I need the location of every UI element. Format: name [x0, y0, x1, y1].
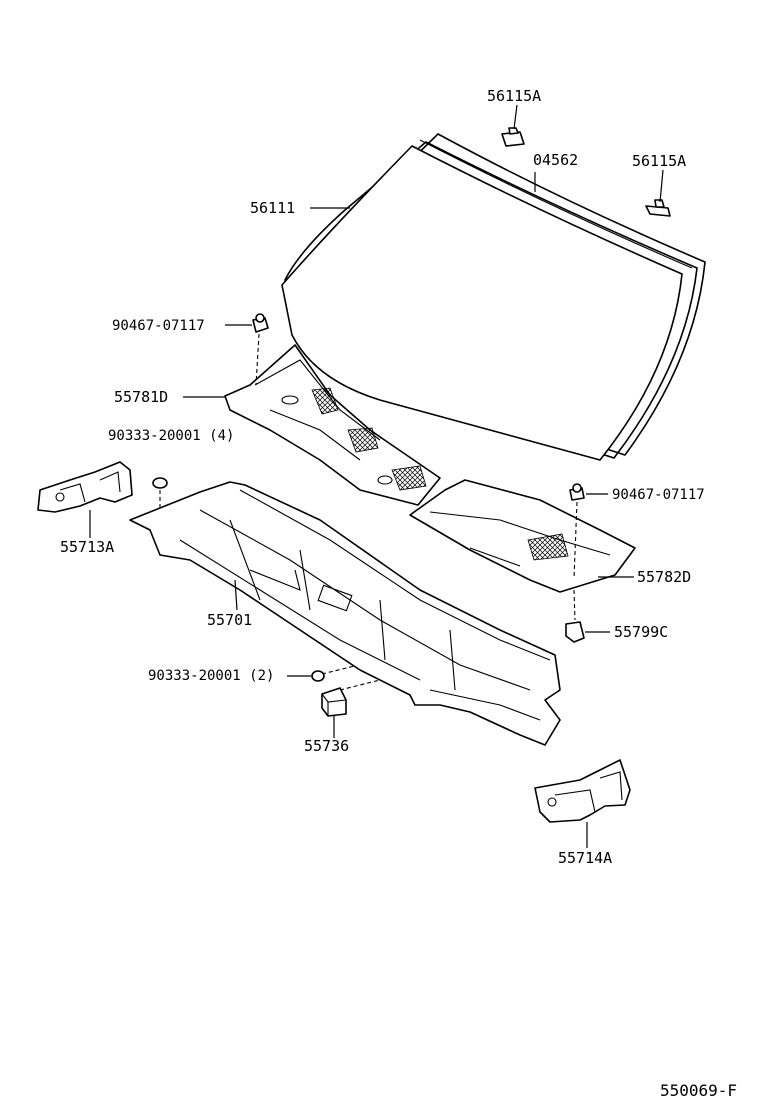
- label-55799c: 55799C: [614, 623, 669, 641]
- label-55781d: 55781D: [114, 388, 169, 406]
- bracket-55713a: [37, 461, 133, 513]
- label-04562: 04562: [533, 151, 579, 169]
- block-55736: [321, 687, 347, 717]
- label-55701: 55701: [207, 611, 253, 629]
- cowl-panel-main: [129, 481, 561, 746]
- leader-56115a-right: [659, 169, 664, 203]
- fastener-55799c: [565, 621, 585, 643]
- cowl-louver-left: [224, 344, 441, 506]
- bracket-55714a: [534, 759, 631, 823]
- leader-56115a-top: [513, 104, 518, 130]
- clip-90467-left: [252, 313, 269, 333]
- label-56115a-right: 56115A: [632, 152, 687, 170]
- label-90467-left: 90467-07117: [112, 318, 205, 334]
- windshield-glass: [281, 133, 706, 461]
- seal-90333-4: [152, 477, 168, 489]
- label-56111: 56111: [250, 199, 296, 217]
- label-90467-right: 90467-07117: [612, 487, 705, 503]
- clip-90467-right: [569, 483, 585, 501]
- clip-56115a-top: [501, 127, 525, 147]
- diagram-code: 550069-F: [660, 1081, 738, 1100]
- label-55782d: 55782D: [637, 568, 692, 586]
- label-55736: 55736: [304, 737, 350, 755]
- clip-56115a-right: [645, 199, 671, 217]
- label-56115a-top: 56115A: [487, 87, 542, 105]
- label-90333-2: 90333-20001 (2): [148, 668, 275, 684]
- seal-90333-2: [311, 670, 325, 682]
- cowl-louver-right: [409, 479, 636, 593]
- label-90333-4: 90333-20001 (4): [108, 428, 235, 444]
- label-55713a: 55713A: [60, 538, 115, 556]
- label-55714a: 55714A: [558, 849, 613, 867]
